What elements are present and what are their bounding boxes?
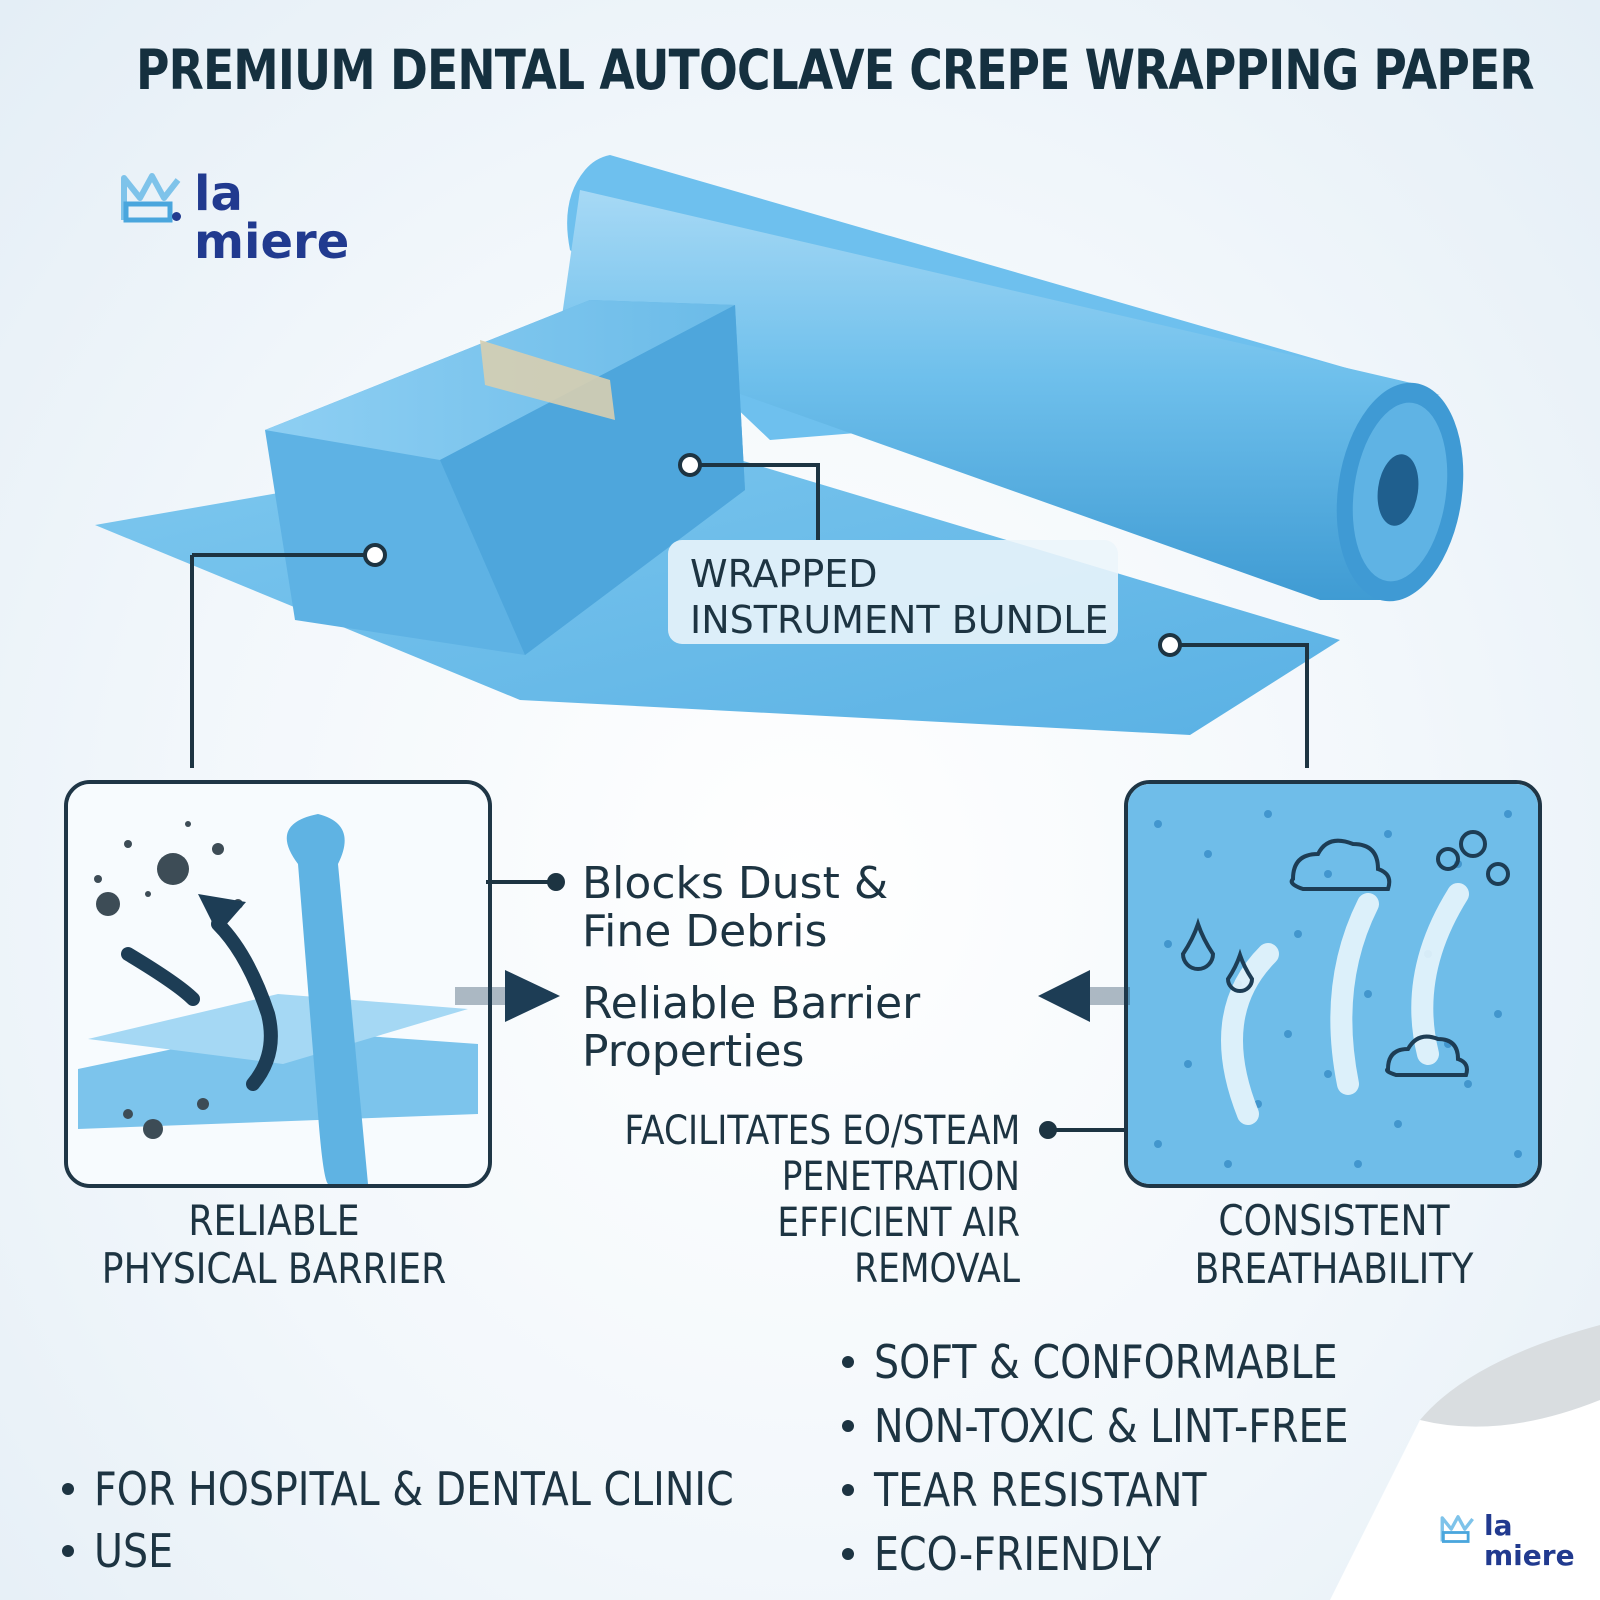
barrier-illustration (68, 784, 488, 1184)
list-item: ECO-FRIENDLY (842, 1522, 1426, 1586)
bundle-callout-line-2: INSTRUMENT BUNDLE (690, 598, 1109, 642)
barrier-panel (64, 780, 492, 1188)
bundle-callout-line-1: WRAPPED (690, 552, 878, 596)
breathability-caption-line-1: CONSISTENT (1218, 1196, 1450, 1245)
arrow-right-icon (455, 970, 560, 1022)
properties-bullet-list: SOFT & CONFORMABLE NON-TOXIC & LINT-FREE… (842, 1330, 1426, 1586)
brand-logo-small: la miere (1440, 1512, 1590, 1582)
breathability-panel (1124, 780, 1542, 1188)
feature-steam-line-3: EFFICIENT AIR (777, 1200, 1020, 1246)
logo-dot (172, 212, 181, 221)
page-title: PREMIUM DENTAL AUTOCLAVE CREPE WRAPPING … (136, 38, 1534, 102)
list-item: SOFT & CONFORMABLE (842, 1330, 1426, 1394)
logo-small-line-1: la (1484, 1509, 1513, 1542)
arrow-left-icon (1038, 970, 1130, 1022)
breathability-caption-line-2: BREATHABILITY (1194, 1244, 1474, 1293)
bundle-callout (668, 540, 1118, 644)
feature-steam-line-1: FACILITATES EO/STEAM (624, 1108, 1021, 1154)
feature-dust-line-2: Fine Debris (582, 906, 828, 957)
logo-mark-icon (1440, 1515, 1474, 1543)
breathability-illustration (1128, 784, 1538, 1184)
logo-small-line-2: miere (1484, 1539, 1575, 1572)
list-item: NON-TOXIC & LINT-FREE (842, 1394, 1426, 1458)
list-item: TEAR RESISTANT (842, 1458, 1426, 1522)
barrier-caption-line-1: RELIABLE (188, 1196, 360, 1245)
list-item: FOR HOSPITAL & DENTAL CLINIC (62, 1458, 838, 1520)
feature-dust-line-1: Blocks Dust & (582, 858, 889, 909)
use-bullet-list: FOR HOSPITAL & DENTAL CLINIC USE (62, 1458, 838, 1582)
logo-line-1: la (194, 166, 243, 222)
feature-steam-line-2: PENETRATION (781, 1154, 1020, 1200)
logo-mark-icon (121, 173, 181, 223)
feature-barrier-line-1: Reliable Barrier (582, 978, 921, 1029)
feature-barrier-line-2: Properties (582, 1026, 805, 1077)
feature-steam-line-4: REMOVAL (854, 1246, 1020, 1292)
brand-logo: la miere (120, 168, 380, 278)
list-item: USE (62, 1520, 838, 1582)
barrier-caption-line-2: PHYSICAL BARRIER (101, 1244, 447, 1293)
logo-line-2: miere (194, 214, 350, 270)
